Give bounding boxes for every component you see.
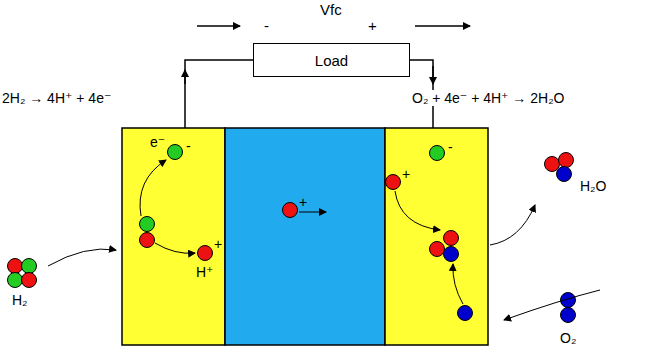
cathode-reaction: O₂ + 4e⁻ + 4H⁺ → 2H₂O (410, 90, 566, 106)
proton-label: H⁺ (196, 264, 214, 280)
polarity-sign: + (368, 18, 377, 34)
charge-sign: + (214, 236, 222, 252)
polarity-sign: - (264, 18, 269, 34)
load-box: Load (253, 43, 410, 77)
voltage-label: Vfc (320, 2, 342, 18)
node-label: Load (307, 52, 356, 69)
charge-sign: - (186, 138, 191, 154)
hydrogen-label: H₂ (12, 292, 28, 308)
charge-sign: + (299, 194, 307, 210)
charge-sign: - (448, 139, 453, 155)
oxygen-label: O₂ (560, 330, 576, 346)
anode-reaction: 2H₂ → 4H⁺ + 4e⁻ (2, 90, 111, 106)
electron-label: e⁻ (150, 134, 165, 150)
charge-sign: + (402, 166, 410, 182)
water-label: H₂O (580, 178, 606, 194)
